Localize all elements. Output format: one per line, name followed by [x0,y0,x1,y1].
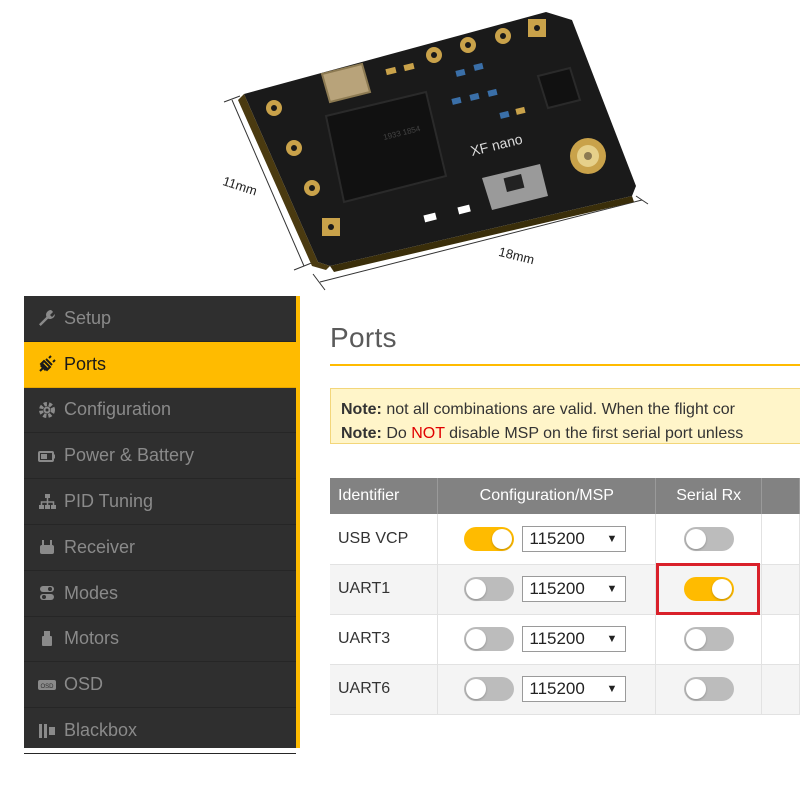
more-column-cell [761,664,800,715]
note-text: Do [381,425,412,442]
note-warning-word: NOT [411,425,445,442]
note-prefix: Note: [341,401,382,418]
serial-rx-toggle[interactable] [683,677,734,701]
msp-config-cell: 115200 ▼ [437,514,657,565]
sidebar-item-receiver[interactable]: Receiver [24,525,296,571]
sidebar-item-label: OSD [64,674,104,695]
more-column-cell [761,514,800,565]
serial-rx-cell [655,614,763,665]
baud-rate-select[interactable]: 115200 ▼ [522,676,627,702]
serial-rx-toggle[interactable] [683,577,734,601]
sidebar-item-configuration[interactable]: Configuration [24,388,296,434]
msp-toggle[interactable] [464,577,515,601]
sidebar-item-label: Ports [64,353,107,374]
gear-icon [36,400,58,420]
battery-icon [36,446,58,466]
ports-table: Identifier Configuration/MSP Serial Rx U… [330,478,800,715]
column-header-configuration-msp: Configuration/MSP [437,478,657,514]
title-divider [330,364,800,366]
sidebar-item-pid-tuning[interactable]: PID Tuning [24,479,296,525]
column-header-more [761,478,800,514]
sitemap-icon [36,492,58,512]
sidebar-item-label: Power & Battery [64,445,195,466]
table-row: UART1 115200 ▼ [330,564,800,615]
pcb-board: 1933 1854 XF nano [238,12,636,272]
note-text: disable MSP on the first serial port unl… [444,425,744,442]
baud-rate-select[interactable]: 115200 ▼ [522,525,627,552]
caret-down-icon: ▼ [606,583,618,595]
dimension-lines [223,95,649,291]
baud-rate-select[interactable]: 115200 ▼ [522,576,627,602]
motor-icon [36,629,58,649]
caret-down-icon: ▼ [606,683,618,695]
blackbox-icon [36,721,58,741]
table-header-row: Identifier Configuration/MSP Serial Rx [330,478,800,514]
msp-config-cell: 115200 ▼ [437,664,657,715]
ports-panel: Ports Note: not all combinations are val… [300,296,800,748]
baud-rate-value: 115200 [529,679,585,698]
notes-box: Note: not all combinations are valid. Wh… [330,388,800,444]
sidebar-item-blackbox[interactable]: Blackbox [24,708,296,754]
column-header-identifier: Identifier [330,478,439,514]
serial-rx-toggle[interactable] [683,526,734,551]
serial-rx-cell [655,664,763,715]
note-text: not all combinations are valid. When the… [381,401,735,418]
table-row: UART3 115200 ▼ [330,614,800,665]
column-header-serial-rx: Serial Rx [655,478,763,514]
port-identifier: UART3 [330,614,439,665]
receiver-board-photo: 11mm 18mm 1933 1854 [221,12,649,291]
caret-down-icon: ▼ [606,532,618,545]
height-dimension-label: 11mm [221,173,259,198]
note-prefix: Note: [341,425,382,442]
serial-rx-cell [655,514,763,565]
serial-rx-toggle[interactable] [683,627,734,651]
baud-rate-value: 115200 [529,579,585,598]
caret-down-icon: ▼ [606,633,618,645]
sidebar-item-label: Blackbox [64,720,138,741]
msp-toggle[interactable] [464,627,515,651]
port-identifier: USB VCP [330,514,439,565]
wrench-icon [36,308,58,328]
port-identifier: UART6 [330,664,439,715]
serial-rx-cell [655,564,763,615]
baud-rate-select[interactable]: 115200 ▼ [522,626,627,652]
sidebar-item-modes[interactable]: Modes [24,571,296,617]
baud-rate-value: 115200 [529,629,585,648]
note-line-2: Note: Do NOT disable MSP on the first se… [341,422,800,443]
page-title: Ports [330,322,397,353]
svg-text:OSD: OSD [40,684,54,690]
table-row: UART6 115200 ▼ [330,664,800,715]
sidebar-item-power-battery[interactable]: Power & Battery [24,433,296,480]
sidebar-item-label: Modes [64,582,119,603]
plug-icon [36,354,58,374]
msp-toggle[interactable] [464,677,515,701]
sidebar-item-motors[interactable]: Motors [24,617,296,663]
table-row: USB VCP 115200 ▼ [330,514,800,565]
msp-config-cell: 115200 ▼ [437,614,657,665]
sidebar-item-label: PID Tuning [64,491,154,512]
note-line-1: Note: not all combinations are valid. Wh… [341,398,800,422]
toggles-icon [36,583,58,603]
width-dimension-label: 18mm [497,244,536,267]
sidebar-item-label: Setup [64,307,112,328]
sidebar-item-setup[interactable]: Setup [24,296,296,342]
sidebar-item-label: Motors [64,628,120,649]
more-column-cell [761,564,800,615]
sidebar-item-osd[interactable]: OSD OSD [24,662,296,709]
msp-config-cell: 115200 ▼ [437,564,657,615]
sidebar-item-label: Receiver [64,536,136,557]
osd-icon: OSD [36,675,58,695]
more-column-cell [761,614,800,665]
msp-toggle[interactable] [464,526,515,551]
sidebar-item-ports[interactable]: Ports [24,341,296,388]
receiver-icon [36,537,58,557]
baud-rate-value: 115200 [529,528,585,548]
sidebar-item-label: Configuration [64,399,172,420]
port-identifier: UART1 [330,564,439,615]
